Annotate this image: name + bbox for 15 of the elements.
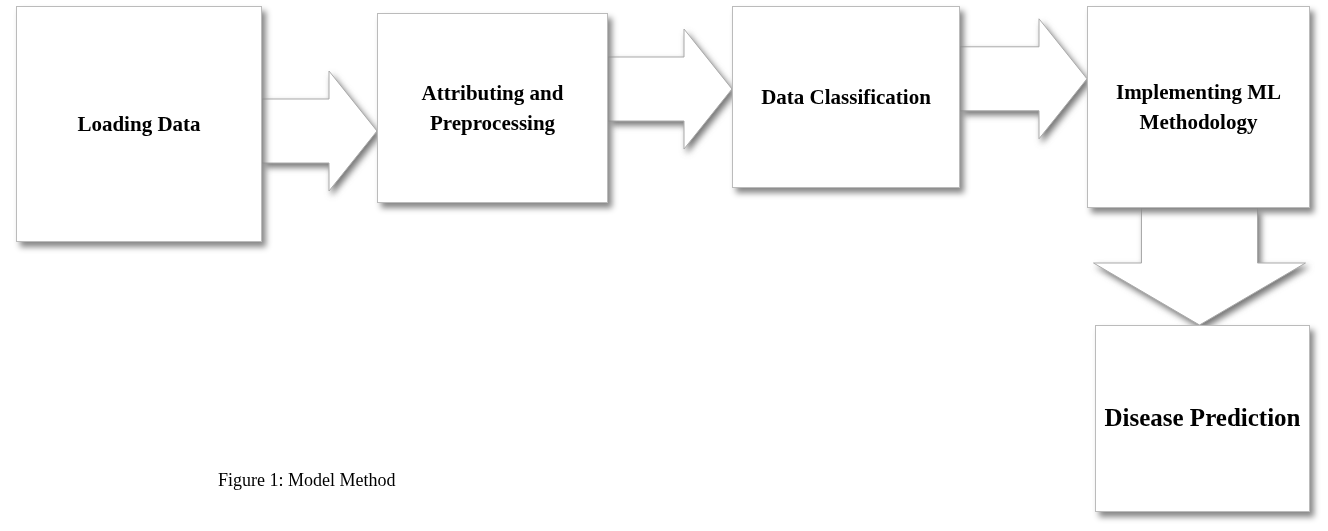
box-label: Loading Data [77,110,201,138]
block-arrow [959,18,1088,140]
block-arrow [607,28,733,150]
process-box [377,13,608,203]
block-arrow [1093,207,1306,326]
figure-caption: Figure 1: Model Method [218,470,396,491]
box-label: Attributing and Preprocessing [420,79,565,137]
box-label: Implementing ML Methodology [1114,78,1283,136]
process-box [16,6,262,242]
process-box [1095,325,1310,512]
box-label: Data Classification [761,83,931,111]
process-box [1087,6,1310,208]
process-box [732,6,960,188]
box-label: Disease Prediction [1104,403,1301,434]
block-arrow [261,70,378,192]
